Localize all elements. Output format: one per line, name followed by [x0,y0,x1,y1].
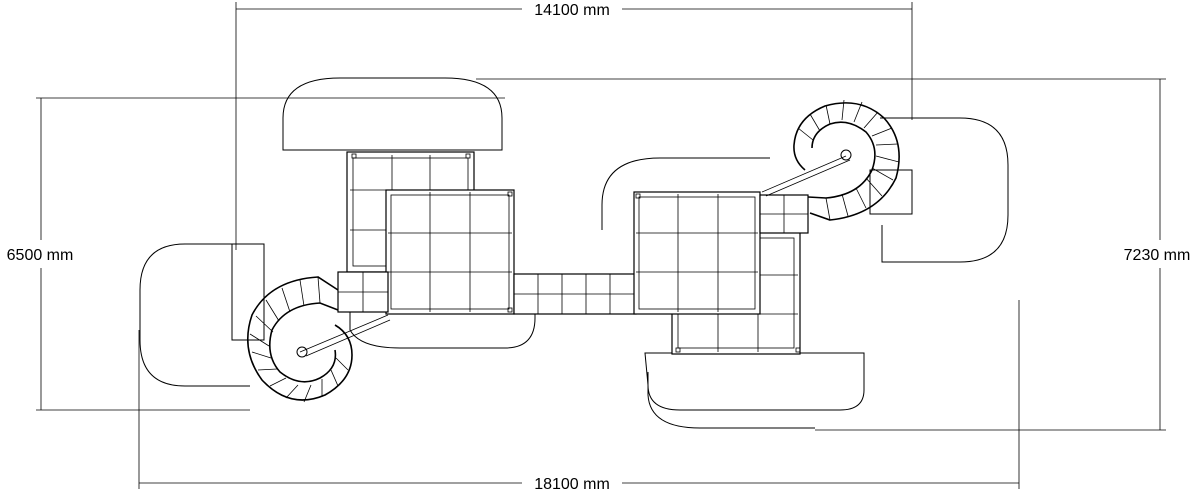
left-tower-front [385,189,515,315]
dimension-top: 14100 mm [235,2,913,250]
right-height-label: 7230 mm [1124,247,1191,264]
zone-bottom-right-outer [647,372,815,429]
zone-right [880,117,1009,263]
safety-zones [139,77,1009,429]
right-tower-front [633,191,761,315]
left-connector [337,271,389,313]
bottom-width-label: 18100 mm [534,476,610,491]
right-spiral-slide [761,99,900,221]
dimension-right: 7230 mm [476,78,1191,431]
zone-left [139,243,250,387]
top-width-label: 14100 mm [534,2,610,19]
left-height-label: 6500 mm [7,247,74,264]
left-spiral-slide [246,276,391,403]
zone-left-lower [349,300,536,349]
zone-bottom-right [644,352,865,411]
post-markers [351,153,801,353]
right-connector [759,194,809,234]
dimension-bottom: 18100 mm [138,300,1020,491]
zone-center-top [601,157,770,230]
zone-top-left [282,77,503,151]
dimension-left: 6500 mm [7,97,505,411]
bridge [513,273,637,315]
